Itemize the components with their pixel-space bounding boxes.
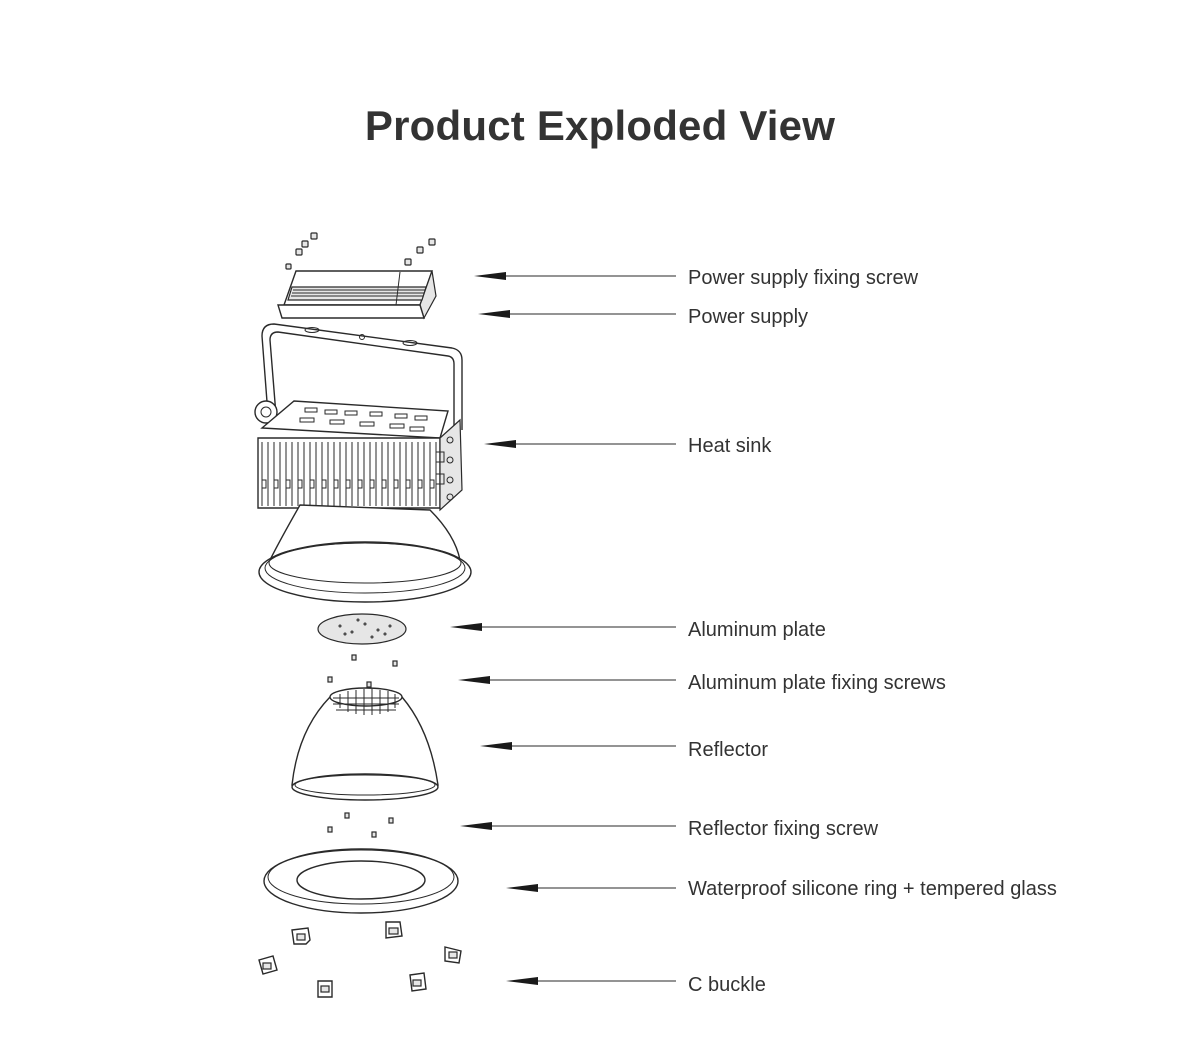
callout-label: Aluminum plate bbox=[688, 619, 826, 641]
callout-label: Waterproof silicone ring + tempered glas… bbox=[688, 878, 1057, 900]
callout-waterproof-ring-glass: Waterproof silicone ring + tempered glas… bbox=[506, 878, 1057, 900]
callouts: Power supply fixing screw Power supply H… bbox=[450, 267, 1057, 996]
waterproof-ring-glass-part bbox=[263, 848, 459, 914]
callout-power-supply-fixing-screw: Power supply fixing screw bbox=[474, 267, 919, 289]
callout-c-buckle: C buckle bbox=[506, 974, 766, 996]
callout-label: Power supply fixing screw bbox=[688, 267, 919, 289]
callout-label: Heat sink bbox=[688, 435, 772, 457]
callout-label: Reflector bbox=[688, 739, 768, 761]
callout-reflector: Reflector bbox=[480, 739, 768, 761]
callout-label: Power supply bbox=[688, 306, 808, 328]
callout-label: Reflector fixing screw bbox=[688, 818, 879, 840]
aluminum-plate-part bbox=[317, 613, 407, 645]
callout-power-supply: Power supply bbox=[478, 306, 808, 328]
reflector-fixing-screws-part bbox=[327, 812, 394, 838]
callout-label: Aluminum plate fixing screws bbox=[688, 672, 946, 694]
power-supply-part bbox=[277, 270, 437, 320]
page-title: Product Exploded View bbox=[364, 102, 836, 149]
c-buckles-part bbox=[258, 921, 462, 998]
aluminum-plate-fixing-screws-part bbox=[327, 654, 398, 688]
callout-label: C buckle bbox=[688, 974, 766, 996]
callout-reflector-fixing-screw: Reflector fixing screw bbox=[460, 818, 879, 840]
power-supply-fixing-screws-part bbox=[285, 232, 436, 270]
heat-sink-part bbox=[254, 323, 472, 603]
callout-aluminum-plate: Aluminum plate bbox=[450, 619, 826, 641]
reflector-part bbox=[291, 687, 439, 801]
callout-heat-sink: Heat sink bbox=[484, 435, 772, 457]
callout-aluminum-plate-fixing-screws: Aluminum plate fixing screws bbox=[458, 672, 946, 694]
